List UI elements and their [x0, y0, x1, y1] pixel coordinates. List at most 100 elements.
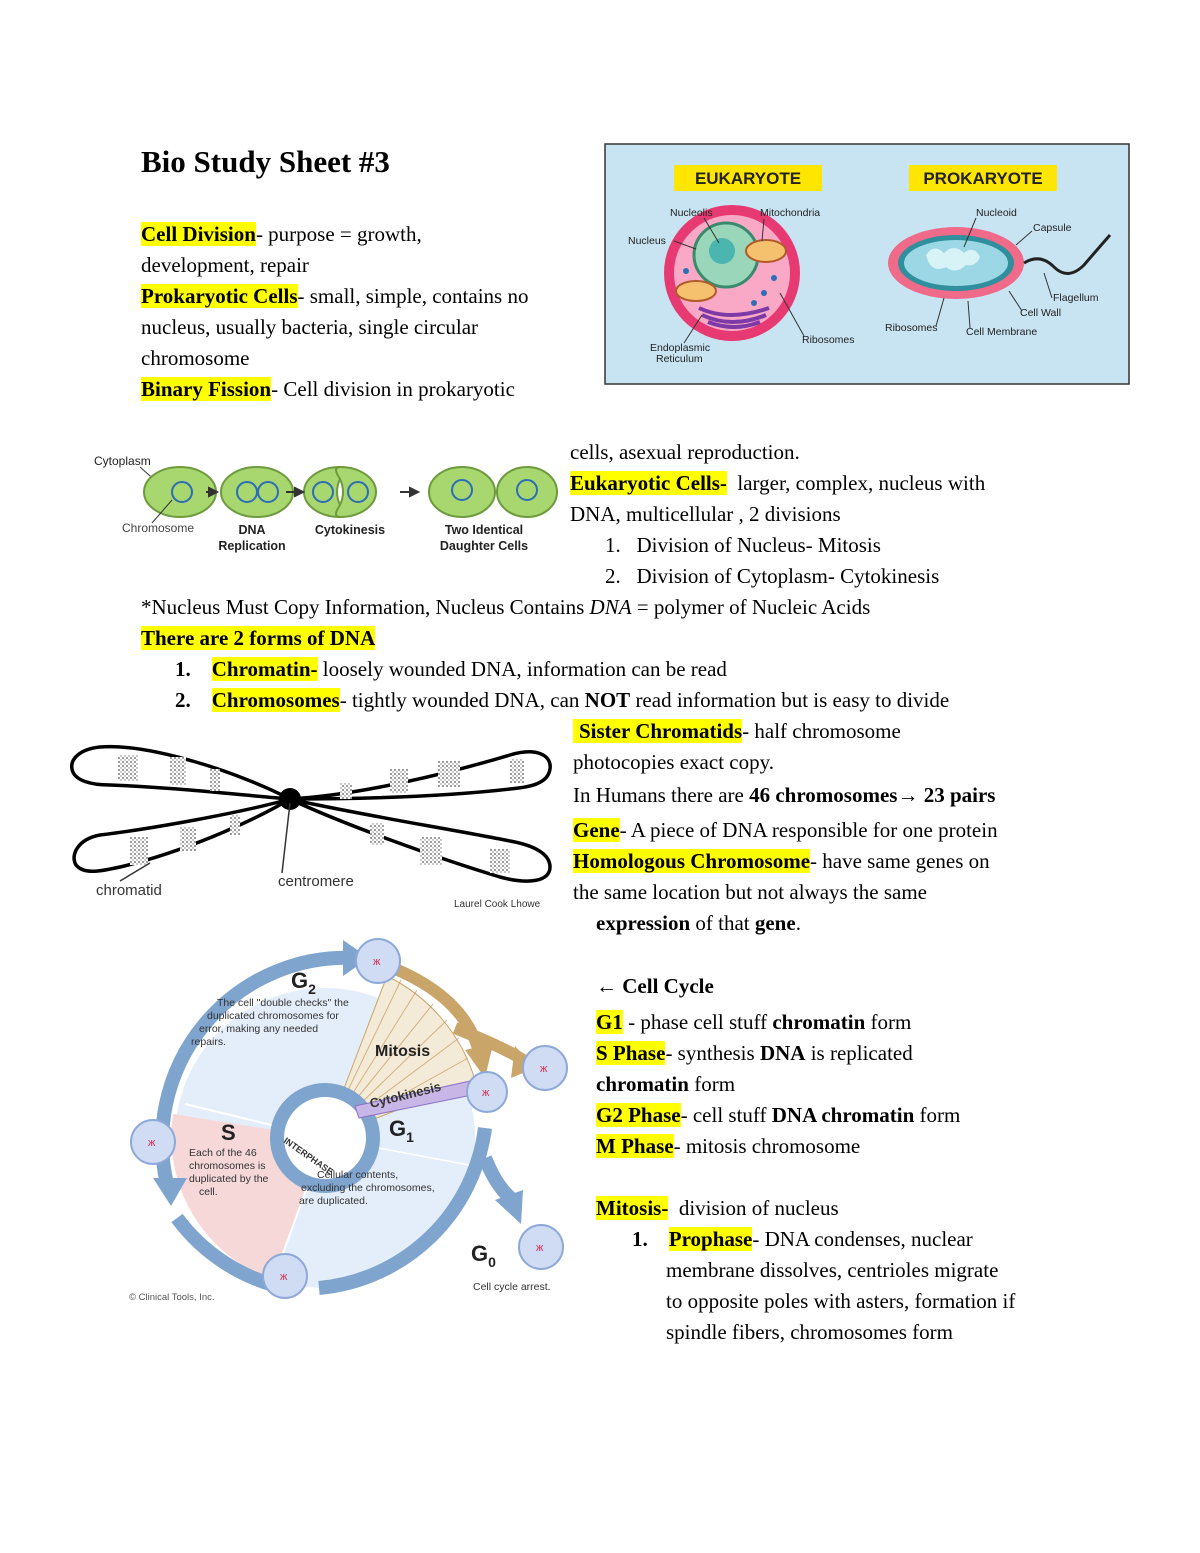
prokaryotic-line: Prokaryotic Cells- small, simple, contai…	[141, 281, 528, 312]
dna-forms-heading-text: There are 2 forms of DNA	[141, 626, 376, 650]
prokaryotic-def-cont-2: chromosome	[141, 346, 250, 370]
nucleoid-label: Nucleoid	[976, 207, 1017, 219]
g1-desc-1: Cellular contents,	[317, 1169, 398, 1181]
g1-def-c: form	[865, 1010, 912, 1034]
eukaryotic-def-cont: DNA, multicellular , 2 divisions	[570, 502, 841, 526]
cell-wall-label: Cell Wall	[1020, 307, 1061, 319]
s-desc-1: Each of the 46	[189, 1147, 257, 1159]
humans-a: In Humans there are	[573, 783, 750, 807]
s-phase-def-a: - synthesis	[665, 1041, 760, 1065]
s-desc-2: chromosomes is	[189, 1160, 265, 1172]
chromatin-item: 1. Chromatin- loosely wounded DNA, infor…	[175, 657, 727, 681]
humans-b: 46 chromosomes	[749, 783, 898, 807]
ribosomes-label: Ribosomes	[802, 334, 855, 346]
prokaryotic-def: - small, simple, contains no	[297, 284, 529, 308]
eukaryotic-list-text-2: Division of Cytoplasm- Cytokinesis	[636, 564, 940, 588]
g2-desc-1: The cell "double checks" the	[217, 997, 349, 1009]
g2-phase-def-c: form	[914, 1103, 961, 1127]
sister-chromatids-def: - half chromosome	[742, 719, 901, 743]
chromosomes-def-b: read information but is easy to divide	[630, 688, 950, 712]
eukaryote-label: EUKARYOTE	[695, 169, 801, 188]
g2-desc-3: error, making any needed	[199, 1023, 318, 1035]
homologous-term: Homologous Chromosome	[573, 849, 811, 873]
binary-fission-def: - Cell division in prokaryotic	[271, 377, 515, 401]
expression-b: of that	[690, 911, 755, 935]
chromosomes-def-a: - tightly wounded DNA, can	[339, 688, 585, 712]
g2-phase-def-a: - cell stuff	[680, 1103, 772, 1127]
sister-chromatids-term: Sister Chromatids	[573, 719, 743, 743]
s-phase-def-b: DNA	[759, 1041, 806, 1065]
eukaryotic-def: larger, complex, nucleus with	[726, 471, 986, 495]
g2-desc-2: duplicated chromosomes for	[207, 1010, 339, 1022]
mitosis-term: Mitosis-	[596, 1196, 669, 1220]
ribosomes-prokaryote-label: Ribosomes	[885, 322, 938, 334]
s-phase-line: S Phase- synthesis DNA is replicated	[596, 1038, 913, 1069]
s-phase-def-c: is replicated	[805, 1041, 913, 1065]
g1-desc-3: are duplicated.	[299, 1195, 368, 1207]
nucleus-note-dna: DNA	[589, 595, 632, 619]
svg-text:ж: ж	[373, 956, 381, 968]
humans-c: 23 pairs	[918, 783, 996, 807]
chromosome-figure-credit: Laurel Cook Lhowe	[454, 899, 541, 910]
s-phase-line-cont: chromatin form	[596, 1069, 735, 1100]
binary-fission-line: Binary Fission- Cell division in prokary…	[141, 374, 515, 405]
g1-term: G1	[596, 1010, 623, 1034]
binary-fission-term: Binary Fission	[141, 377, 272, 401]
eukaryotic-list-item-1: 1. Division of Nucleus- Mitosis	[605, 533, 881, 557]
prophase-def-1: - DNA condenses, nuclear	[752, 1227, 973, 1251]
svg-text:ж: ж	[536, 1242, 544, 1254]
g1-line: G1 - phase cell stuff chromatin form	[596, 1007, 911, 1038]
chromosomes-term: Chromosomes	[211, 688, 340, 712]
chromatin-term: Chromatin-	[211, 657, 318, 681]
s-desc-4: cell.	[199, 1186, 218, 1198]
expression-c: gene	[754, 911, 796, 935]
centromere-label: centromere	[278, 873, 354, 890]
cell-membrane-label: Cell Membrane	[966, 326, 1037, 338]
dna-replication-label-1: DNA	[238, 523, 265, 537]
eukaryote-cell-drawing	[664, 205, 800, 341]
homologous-def-cont: the same location but not always the sam…	[573, 880, 927, 904]
expression-d: .	[795, 911, 801, 935]
cell-types-figure: EUKARYOTE PROKARYOTE Nucleolis Mitochond…	[604, 143, 1130, 385]
g1-def-a: - phase cell stuff	[622, 1010, 773, 1034]
prokaryote-cell-drawing	[888, 227, 1112, 299]
m-phase-def: - mitosis chromosome	[673, 1134, 861, 1158]
mitochondria-label: Mitochondria	[760, 207, 820, 219]
s-desc-3: duplicated by the	[189, 1173, 269, 1185]
binary-fission-def-cont: cells, asexual reproduction.	[570, 440, 800, 464]
chromosome-figure: chromatid centromere Laurel Cook Lhowe	[70, 733, 560, 913]
eukaryotic-list-item-2: 2. Division of Cytoplasm- Cytokinesis	[605, 564, 940, 588]
g2-phase-line: G2 Phase- cell stuff DNA chromatin form	[596, 1100, 960, 1131]
cell-division-def: - purpose = growth,	[255, 222, 422, 246]
s-phase-def-e: form	[688, 1072, 736, 1096]
gene-line: Gene- A piece of DNA responsible for one…	[573, 815, 998, 846]
cell-division-def-cont: development, repair	[141, 253, 309, 277]
prophase-term: Prophase	[668, 1227, 753, 1251]
chromosome-label: Chromosome	[122, 521, 194, 535]
chromatin-def: loosely wounded DNA, information can be …	[317, 657, 727, 681]
g1-label: G1	[389, 1116, 414, 1145]
g0-label: G0	[471, 1241, 496, 1270]
g2-phase-def-b: DNA chromatin	[771, 1103, 915, 1127]
sister-chromatids-line: Sister Chromatids- half chromosome	[573, 716, 901, 747]
m-phase-line: M Phase- mitosis chromosome	[596, 1131, 860, 1162]
s-phase-term: S Phase	[596, 1041, 666, 1065]
cell-division-line: Cell Division- purpose = growth,	[141, 219, 422, 250]
chromosomes-def-not: NOT	[584, 688, 631, 712]
endoplasmic-label-1: Endoplasmic	[650, 342, 710, 354]
daughter-cells-label-1: Two Identical	[445, 523, 523, 537]
eukaryotic-list-text-1: Division of Nucleus- Mitosis	[636, 533, 881, 557]
cycle-cell-drawings	[130, 938, 568, 1299]
g2-desc-4: repairs.	[191, 1036, 226, 1048]
g1-desc-2: excluding the chromosomes,	[301, 1182, 435, 1194]
dna-replication-label-2: Replication	[218, 539, 285, 553]
arrow-right-icon: →	[897, 783, 919, 807]
gene-term: Gene	[573, 818, 620, 842]
prophase-line: 1. Prophase- DNA condenses, nuclear	[632, 1227, 973, 1251]
svg-text:ж: ж	[482, 1087, 490, 1099]
prophase-def-4: spindle fibers, chromosomes form	[666, 1320, 953, 1344]
g2-phase-term: G2 Phase	[596, 1103, 681, 1127]
capsule-label: Capsule	[1033, 222, 1072, 234]
nucleus-note-a: *Nucleus Must Copy Information, Nucleus …	[141, 595, 590, 619]
